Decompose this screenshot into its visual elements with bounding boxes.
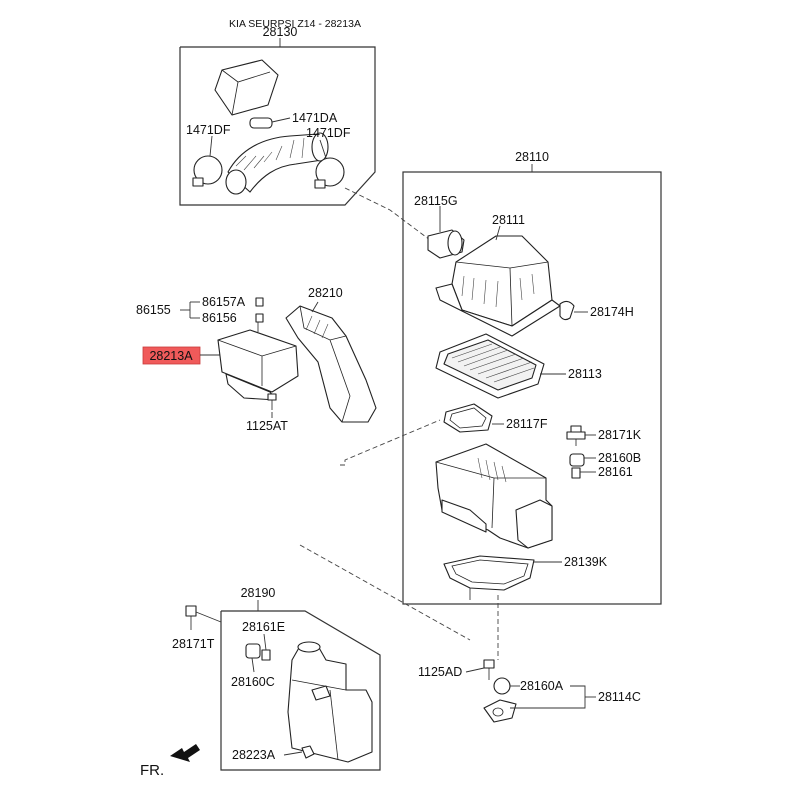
label-28213A[interactable]: 28213A [149,349,193,363]
clip-28174H-part[interactable] [559,300,575,321]
clamp-1471DA-part[interactable] [249,117,273,129]
label-86157A[interactable]: 86157A [202,295,246,309]
resonator-28190-part[interactable] [287,641,373,763]
front-arrow-icon [170,744,200,762]
label-1471DA[interactable]: 1471DA [292,111,338,125]
grommet-28160B-part[interactable] [569,453,585,467]
label-28114C[interactable]: 28114C [598,690,641,704]
label-28190[interactable]: 28190 [241,586,276,600]
pin-28161E-part[interactable] [261,649,271,661]
bolt-86157A-part[interactable] [255,297,264,307]
group-28130-frame [179,38,376,206]
diagram-title: KIA SEURPSI Z14 - 28213A [229,18,361,30]
label-28161[interactable]: 28161 [598,465,633,479]
label-28160C[interactable]: 28160C [231,675,275,689]
label-1471DF-left[interactable]: 1471DF [186,123,231,137]
label-86155[interactable]: 86155 [136,303,171,317]
label-28210[interactable]: 28210 [308,286,343,300]
dashed-link-hose-to-cleaner [344,187,431,241]
bolt-28171K-top-part[interactable] [566,425,586,446]
nut-86156-part[interactable] [255,313,264,323]
label-28161E[interactable]: 28161E [242,620,285,634]
bolt-1125AD-part[interactable] [483,659,495,680]
label-28110[interactable]: 28110 [515,150,549,164]
label-28111[interactable]: 28111 [492,213,525,227]
grommet-28160A-part[interactable] [493,677,511,695]
clamp-1471DF-left-part[interactable] [192,155,223,187]
group-28110-frame [402,164,662,605]
label-28130[interactable]: 28130 [263,25,298,39]
label-28174H[interactable]: 28174H [590,305,634,319]
filter-element-28113-part[interactable] [435,333,545,399]
grommet-28160C-part[interactable] [245,643,261,659]
cover-28213A-part[interactable] [217,322,299,401]
duct-28115G-part[interactable] [427,229,465,259]
group-28190-frame [220,600,381,771]
duct-28210-part[interactable] [285,305,377,423]
label-1471DF-right[interactable]: 1471DF [306,126,351,140]
resonator-part[interactable] [214,59,279,116]
label-86156[interactable]: 86156 [202,311,237,325]
highlight-box-28213A [142,346,201,365]
clamp-1471DF-right-part[interactable] [314,157,345,189]
dashed-link-to-bracket-left [299,544,471,641]
label-28115G[interactable]: 28115G [414,194,458,208]
bolt-28171T-part[interactable] [185,605,197,630]
label-28139K[interactable]: 28139K [564,555,608,569]
label-28160A[interactable]: 28160A [520,679,564,693]
gasket-28117F-part[interactable] [443,403,493,433]
label-28223A[interactable]: 28223A [232,748,276,762]
label-1125AD[interactable]: 1125AD [418,665,462,679]
intake-hose-part[interactable] [225,132,329,195]
pin-28161-part[interactable] [571,467,581,479]
cover-28111-part[interactable] [435,235,561,337]
label-1125AT[interactable]: 1125AT [246,419,288,433]
dashed-link-duct-to-gasket [340,419,441,466]
bolt-1125AT-part[interactable] [267,393,277,410]
label-28171T[interactable]: 28171T [172,637,215,651]
direction-label: FR. [140,762,164,779]
label-28113[interactable]: 28113 [568,367,602,381]
lower-body-part[interactable] [435,443,553,549]
label-28160B[interactable]: 28160B [598,451,641,465]
clip-28223A-part[interactable] [301,745,315,759]
insulator-28139K-part[interactable] [443,555,535,600]
label-28117F[interactable]: 28117F [506,417,548,431]
bracket-28114C-part[interactable] [483,699,517,723]
label-28171K-top[interactable]: 28171K [598,428,642,442]
